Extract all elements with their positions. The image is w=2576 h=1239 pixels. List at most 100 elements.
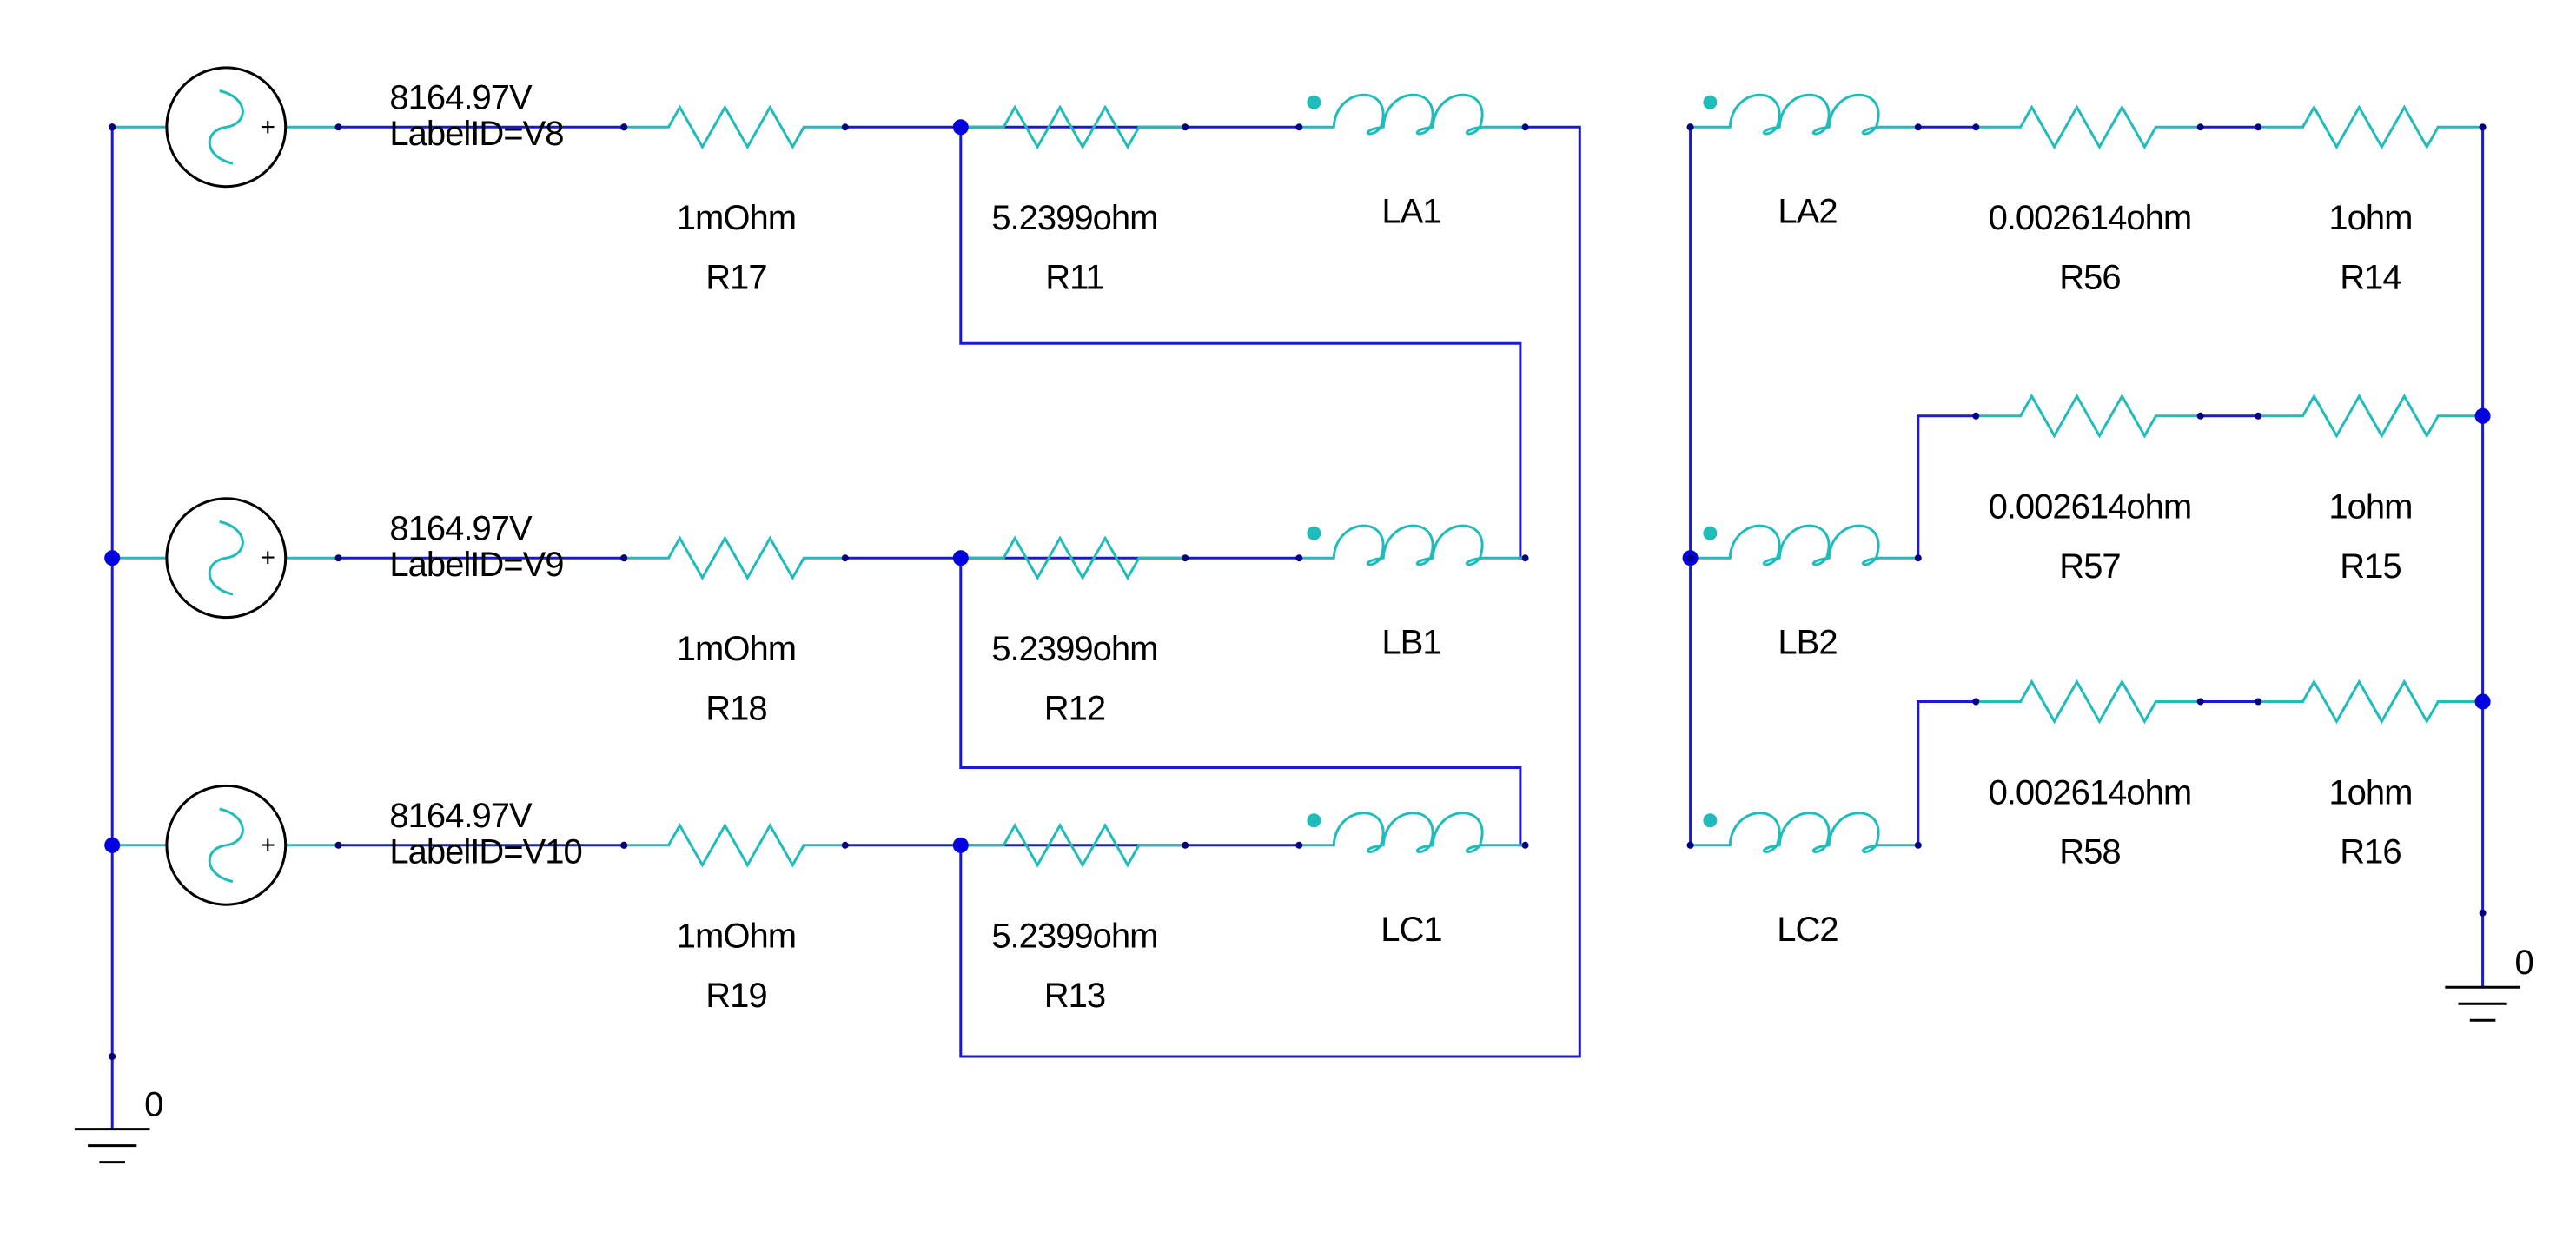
resistor-R19-body (667, 822, 805, 868)
inductor-LC2-coil (1728, 812, 1880, 853)
resistor-R15-value: 1ohm (2328, 488, 2412, 527)
resistor-R17-value: 1mOhm (677, 199, 796, 237)
resistor-R13-pin-right (1182, 841, 1189, 849)
source-V8-labelid: LabelID=V8 (389, 115, 563, 153)
source-V8-value: 8164.97V (389, 78, 533, 116)
resistor-R58-pin-left (1972, 698, 1980, 706)
inductor-LC2-dot-marker (1703, 813, 1718, 828)
source-V10-plus: + (261, 831, 275, 859)
inductor-LA1-dot-marker (1307, 95, 1321, 109)
resistor-R57-value: 0.002614ohm (1989, 488, 2192, 527)
resistor-R13-name: R13 (1044, 977, 1105, 1015)
resistor-R19-value: 1mOhm (677, 918, 796, 956)
source-V10-pin-right (334, 841, 342, 849)
resistor-R16-body (2301, 679, 2440, 725)
resistor-R56-pin-right (2196, 123, 2204, 131)
resistor-R13-body (1002, 822, 1141, 868)
junction-load-1 (2474, 407, 2491, 424)
inductor-LA1-name: LA1 (1381, 193, 1440, 231)
resistor-R11-body (1002, 104, 1141, 150)
inductor-LA2-dot-marker (1703, 95, 1718, 109)
resistor-R15-body (2301, 393, 2440, 439)
source-V9-value: 8164.97V (389, 509, 533, 547)
inductor-LA2-pin-left (1686, 123, 1694, 131)
inductor-LB2-pin-left (1686, 554, 1694, 562)
resistor-R14-value: 1ohm (2328, 199, 2412, 237)
resistor-R18-pin-right (841, 554, 849, 562)
inductor-LB2-pin-right (1914, 554, 1922, 562)
source-V10-sine-icon (208, 807, 244, 884)
junction-left-0 (952, 119, 969, 136)
inductor-LA2-pin-right (1914, 123, 1922, 131)
resistor-R13-value: 5.2399ohm (991, 918, 1157, 956)
pin-r-in-0 (620, 123, 628, 131)
junction-bus-1 (104, 550, 121, 566)
resistor-R15-pin-left (2255, 412, 2262, 420)
junction-left-1 (952, 550, 969, 566)
resistor-R12-body (1002, 535, 1141, 581)
resistor-R12-name: R12 (1044, 689, 1105, 727)
inductor-LB2-name: LB2 (1778, 623, 1837, 661)
inductor-LB1-pin-right (1521, 554, 1529, 562)
pin-r-in-2 (620, 841, 628, 849)
resistor-R58-pin-right (2196, 698, 2204, 706)
source-V9-plus: + (261, 544, 275, 573)
source-V10-labelid: LabelID=V10 (389, 833, 581, 871)
junction-left-2 (952, 837, 969, 853)
source-V8-sine-icon (208, 89, 244, 165)
resistor-R56-name: R56 (2059, 259, 2120, 297)
labels: 0+8164.97VLabelID=V81mOhmR175.2399ohmR11… (144, 78, 2534, 1123)
resistor-R58-value: 0.002614ohm (1989, 773, 2192, 812)
inductor-LC1-name: LC1 (1381, 911, 1441, 949)
resistor-R18-value: 1mOhm (677, 630, 796, 668)
resistor-R12-pin-right (1182, 554, 1189, 562)
source-V10-value: 8164.97V (389, 797, 533, 835)
resistor-R11-value: 5.2399ohm (991, 199, 1157, 237)
inductor-LC1-coil (1332, 812, 1484, 853)
resistor-R56-value: 0.002614ohm (1989, 199, 2192, 237)
resistor-R19-pin-right (841, 841, 849, 849)
source-V9-labelid: LabelID=V9 (389, 546, 563, 584)
resistor-R58-name: R58 (2059, 833, 2120, 871)
resistor-R57-name: R57 (2059, 547, 2120, 586)
resistor-R16-value: 1ohm (2328, 773, 2412, 812)
resistor-R57-pin-left (1972, 412, 1980, 420)
inductor-LB1-name: LB1 (1381, 623, 1440, 661)
resistor-R56-pin-left (1972, 123, 1980, 131)
resistor-R58-body (2019, 679, 2157, 725)
inductor-LA2-name: LA2 (1778, 193, 1837, 231)
inductor-LC2-pin-right (1914, 841, 1922, 849)
resistor-R15-name: R15 (2340, 547, 2401, 586)
inductor-LC2-name: LC2 (1777, 911, 1838, 949)
resistor-R19-name: R19 (705, 977, 766, 1015)
resistor-R11-pin-right (1182, 123, 1189, 131)
junction-load-2 (2474, 693, 2491, 710)
resistor-R17-body (667, 104, 805, 150)
inductor-LA2-coil (1728, 93, 1880, 136)
ground-right-label: 0 (2514, 944, 2533, 982)
resistor-R14-name: R14 (2340, 259, 2401, 297)
inductor-LB1-pin-left (1295, 554, 1303, 562)
inductor-LB2-dot-marker (1703, 526, 1718, 540)
inductor-LA1-pin-left (1295, 123, 1303, 131)
resistor-R16-name: R16 (2340, 833, 2401, 871)
inductor-LC1-dot-marker (1307, 813, 1321, 828)
inductor-LB1-coil (1332, 524, 1484, 566)
resistor-R14-body (2301, 104, 2440, 150)
source-V8-plus: + (261, 113, 275, 142)
resistor-R17-name: R17 (705, 259, 766, 297)
source-V8-pin-right (334, 123, 342, 131)
wires (110, 125, 2485, 1130)
resistor-R18-body (667, 535, 805, 581)
inductor-LA1-coil (1332, 93, 1484, 136)
resistor-R14-pin-left (2255, 123, 2262, 131)
inductor-LB2-coil (1728, 524, 1880, 566)
source-V9-pin-right (334, 554, 342, 562)
wire-delta-a-c (959, 125, 1581, 1058)
inductor-LA1-pin-right (1521, 123, 1529, 131)
pin-ground-left (109, 1053, 116, 1060)
wire-sec-c (1917, 700, 1977, 845)
wire-sec-b (1917, 414, 1977, 559)
inductor-LC1-pin-right (1521, 841, 1529, 849)
pin-ground-right (2479, 909, 2487, 917)
